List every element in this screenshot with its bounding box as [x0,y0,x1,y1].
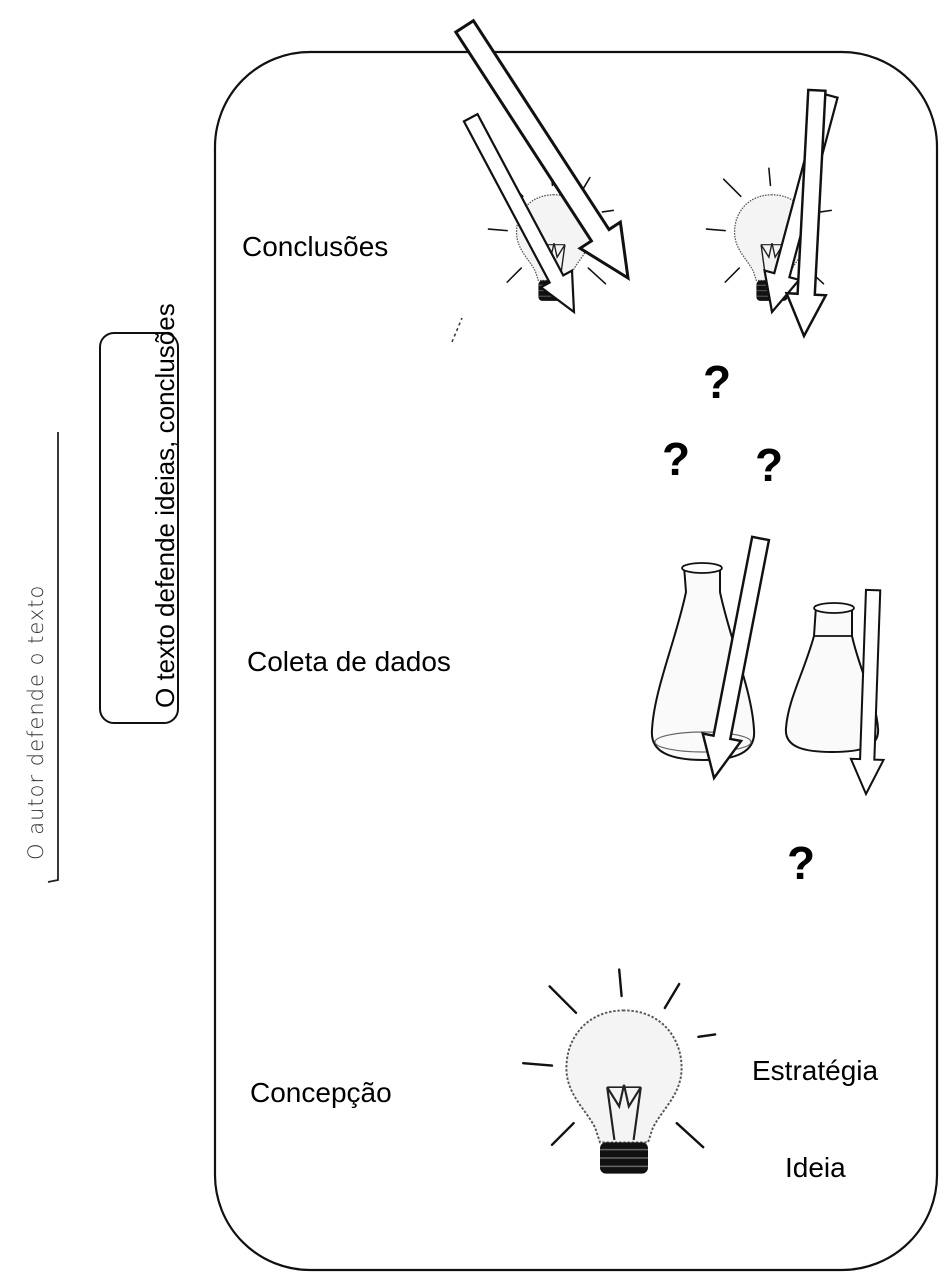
question-mark-lower: ? [787,837,816,889]
faint-ray [451,317,463,343]
question-mark-upper: ? [703,356,732,408]
inner-side-caption: O texto defende ideias, conclusões [150,303,180,708]
stage-label-conception: Concepção [250,1077,392,1108]
question-mark-right: ? [755,439,784,491]
stage-label-conclusions: Conclusões [242,231,389,262]
label-strategy: Estratégia [752,1055,879,1086]
idea-bulb-icon [522,968,717,1175]
caption-bracket [47,432,59,883]
caption-frame [99,332,179,724]
question-mark-left: ? [662,433,691,485]
stage-label-data-collection: Coleta de dados [247,646,451,677]
outer-side-caption: O autor defende o texto [24,584,48,860]
label-idea: Ideia [785,1152,846,1183]
main-frame [213,50,939,1272]
